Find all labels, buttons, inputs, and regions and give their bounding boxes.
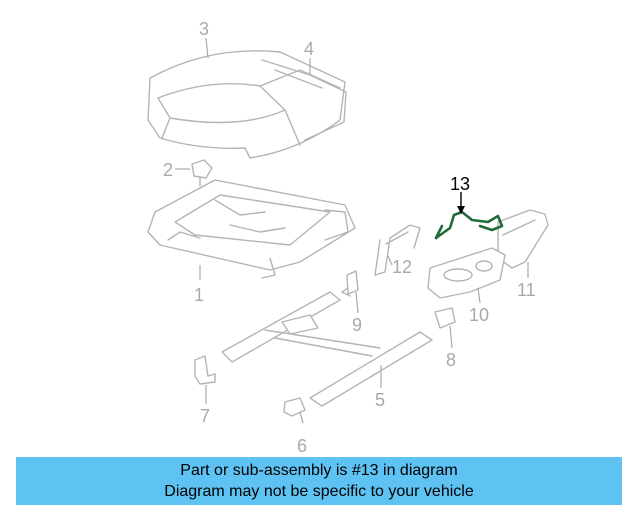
part-12-wire	[374, 224, 421, 276]
part-4-cushion-cover	[261, 59, 347, 141]
callout-2: 2	[163, 160, 173, 180]
banner-line-1: Part or sub-assembly is #13 in diagram	[180, 462, 458, 479]
info-banner: Part or sub-assembly is #13 in diagram D…	[16, 457, 622, 505]
callout-13: 13	[450, 174, 470, 194]
part-6-bracket	[283, 397, 306, 417]
part-8-bracket	[434, 307, 456, 329]
callout-3: 3	[199, 19, 209, 39]
banner-line-2: Diagram may not be specific to your vehi…	[164, 483, 474, 500]
callout-9: 9	[352, 315, 362, 335]
part-11-side-shield	[497, 209, 549, 269]
part-10-switch-panel	[427, 247, 506, 299]
part-2-clip	[191, 159, 213, 187]
callout-7: 7	[200, 406, 210, 426]
callout-1: 1	[194, 285, 204, 305]
callout-4: 4	[304, 39, 314, 59]
callout-11: 11	[517, 280, 536, 300]
callout-12: 12	[392, 257, 412, 277]
part-1-seat-frame	[147, 179, 356, 279]
callout-8: 8	[446, 350, 456, 370]
parts-diagram: 3 4 2 1 12 13 11 10 9 8 5 7 6	[147, 19, 549, 455]
callout-10: 10	[469, 305, 489, 325]
part-13-harness	[434, 210, 504, 240]
part-9-bracket	[341, 270, 359, 297]
part-3-cushion-pad	[147, 50, 346, 159]
callout-6: 6	[297, 436, 307, 455]
part-5-seat-track	[221, 291, 433, 407]
part-7-bracket	[194, 355, 216, 385]
callout-5: 5	[375, 390, 385, 410]
leader-lines	[175, 37, 529, 424]
